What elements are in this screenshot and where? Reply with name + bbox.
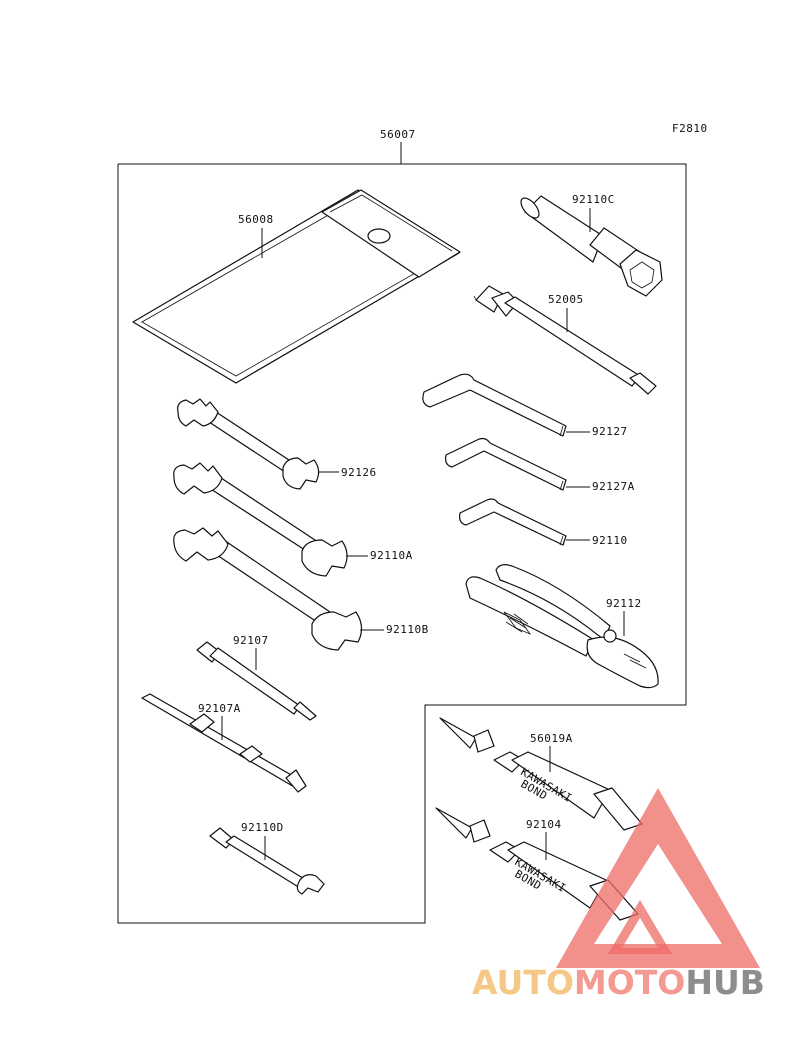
label-pliers: 92112	[606, 597, 642, 610]
watermark-text: AUTOMOTOHUB	[472, 963, 765, 1002]
wrench-large	[173, 527, 363, 651]
watermark-inner-triangle-icon	[608, 900, 672, 954]
tool-pouch	[132, 189, 461, 384]
pliers	[465, 564, 659, 689]
pliers-pivot	[603, 629, 617, 643]
tool-rod	[473, 285, 657, 395]
label-screwdriver-bit: 92107A	[198, 702, 241, 715]
label-spanner-bar: 92110D	[241, 821, 284, 834]
label-spark-wrench: 92110C	[572, 193, 615, 206]
label-pouch: 56008	[238, 213, 274, 226]
label-hex-medium: 92127A	[592, 480, 635, 493]
label-screwdriver-handle: 92107	[233, 634, 269, 647]
screwdriver-bit	[141, 693, 307, 793]
wrench-medium	[173, 462, 348, 577]
hex-key-large	[422, 373, 567, 437]
spanner-bar	[209, 827, 325, 895]
label-hex-small: 92110	[592, 534, 628, 547]
hex-key-small	[459, 498, 567, 546]
watermark-moto: MOTO	[574, 963, 685, 1002]
watermark-logo: AUTOMOTOHUB	[472, 788, 765, 1002]
label-bond-a: 56019A	[530, 732, 573, 745]
watermark-triangle-icon	[556, 788, 760, 968]
label-hex-large: 92127	[592, 425, 628, 438]
spark-plug-wrench	[520, 195, 663, 297]
kit-label: 56007	[380, 128, 416, 141]
watermark-auto: AUTO	[472, 963, 574, 1002]
label-wrench-medium: 92110A	[370, 549, 413, 562]
figure-code: F2810	[672, 122, 708, 135]
label-wrench-small: 92126	[341, 466, 377, 479]
wrench-small	[177, 398, 320, 490]
kit-frame	[117, 163, 687, 924]
screwdriver-handle	[196, 641, 317, 721]
label-bond-b: 92104	[526, 818, 562, 831]
watermark-hub: HUB	[685, 963, 765, 1002]
pouch-snap-button	[367, 228, 391, 244]
hex-key-medium	[445, 437, 567, 491]
bond-tube-a: KAWASAKI BOND	[439, 717, 643, 831]
label-tool-52005: 52005	[548, 293, 584, 306]
label-wrench-large: 92110B	[386, 623, 429, 636]
